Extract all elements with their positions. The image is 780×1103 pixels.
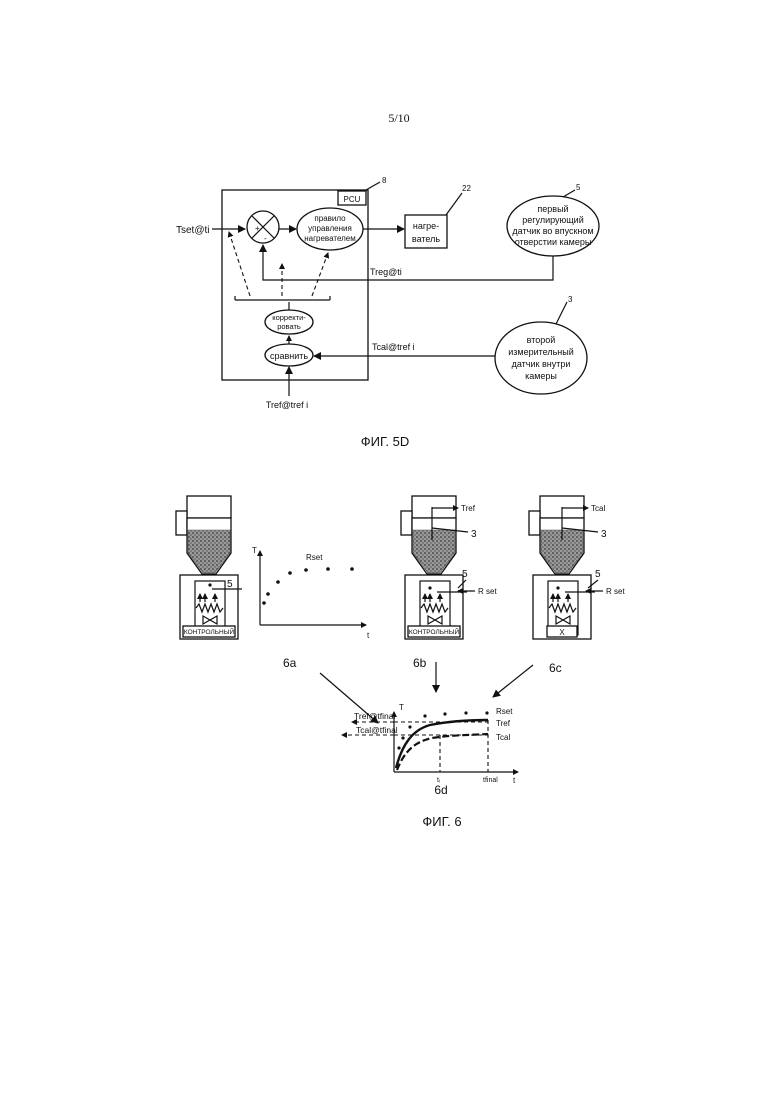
ref5-6b: 5 [462, 569, 468, 580]
rset-point [485, 711, 488, 714]
plus-sign: + [255, 224, 260, 233]
rule-line-3: нагревателем [304, 234, 356, 243]
plot-6a: T t Rset [252, 546, 370, 640]
sensor1-line-3: датчик во впускном [512, 226, 593, 236]
x-tick-tfinal: tfinal [483, 777, 498, 784]
fig-5d: PCU 8 + - Tset@ti правило управления наг… [176, 176, 599, 449]
label-6b: 6b [413, 656, 427, 670]
sensor2-line-2: измерительный [508, 347, 574, 357]
heater-ref-number: 22 [462, 184, 471, 193]
heater-line-1: нагре- [413, 221, 439, 231]
label-6c: 6c [549, 661, 562, 675]
pcu-ref-leader [366, 182, 380, 190]
legend-tcal: Tcal [496, 733, 510, 742]
legend-rset: Rset [496, 707, 513, 716]
sensor1-line-2: регулирующий [522, 215, 584, 225]
sensor2-line-4: камеры [525, 371, 557, 381]
tcal-curve [397, 734, 488, 770]
pcu-ref-number: 8 [382, 176, 387, 185]
rset-point [397, 746, 400, 749]
machine-6a: 5 КОНТРОЛЬНЫЙ [176, 496, 242, 639]
legend-tref: Tref [496, 719, 511, 728]
correct-line-2: ровать [277, 322, 301, 331]
rule-line-1: правило [314, 214, 346, 223]
rule-line-2: управления [308, 224, 352, 233]
rset-point [276, 580, 280, 584]
plot-6d-x-label: t [513, 776, 516, 785]
rset-point [464, 711, 467, 714]
ref3-6b: 3 [471, 529, 477, 540]
machine-6b: Tref 3 5 R set КОНТРОЛЬНЫЙ [401, 496, 497, 639]
sensor1-line-1: первый [537, 204, 568, 214]
rset-point [262, 601, 266, 605]
ref5-6a: 5 [227, 579, 233, 590]
plot-6d-y-label: T [399, 703, 404, 712]
treg-label: Treg@ti [370, 267, 402, 277]
rset-point [350, 567, 354, 571]
grain-6a [188, 530, 230, 573]
fig5d-caption: ФИГ. 5D [361, 434, 410, 449]
sensor2-ref-number: 3 [568, 295, 573, 304]
sensor1-ref-number: 5 [576, 183, 581, 192]
rset-point [408, 725, 411, 728]
plot-6d: T t Tref@tfinal Tcal@tfinal tᵢ tf [342, 703, 518, 785]
rset-point [401, 736, 404, 739]
x-label-6c: X [559, 628, 565, 637]
rset-point [304, 568, 308, 572]
tcal-at-label: Tcal@tfinal [356, 725, 398, 735]
rset-point [266, 592, 270, 596]
grain-6b [413, 530, 455, 573]
fig-6: 5 КОНТРОЛЬНЫЙ T t Rset Tre [176, 496, 625, 829]
compare-label: сравнить [270, 351, 308, 361]
fig6-caption: ФИГ. 6 [422, 814, 461, 829]
hopper-top-6a [187, 496, 231, 518]
heater-line-2: ватель [412, 234, 440, 244]
rset-point [288, 571, 292, 575]
control-label-6b: КОНТРОЛЬНЫЙ [409, 627, 460, 636]
page-number: 5/10 [388, 111, 409, 125]
sensor2-line-1: второй [527, 335, 556, 345]
plot-6a-x-label: t [367, 631, 370, 640]
plot-6a-series-label: Rset [306, 553, 323, 562]
rset-label-6c: R set [606, 587, 625, 596]
tcal-arrow-label: Tcal [591, 504, 605, 513]
rset-point [326, 567, 330, 571]
minus-sign: - [264, 234, 267, 243]
plot-6a-y-label: T [252, 546, 257, 555]
ref5-6c: 5 [595, 569, 601, 580]
second-measuring-sensor [495, 322, 587, 394]
sensor1-line-4: отверстии камеры [515, 237, 592, 247]
correct-line-1: корректи- [272, 313, 306, 322]
label-6d: 6d [434, 783, 447, 797]
tref-at-label: Tref@tfinal [354, 711, 395, 721]
sensor2-line-3: датчик внутри [512, 359, 571, 369]
control-label-6a: КОНТРОЛЬНЫЙ [184, 627, 235, 636]
rset-point [423, 714, 426, 717]
machine-6c: Tcal 3 5 R set X [529, 496, 625, 639]
tref-arrow-label: Tref [461, 504, 476, 513]
pcu-label: PCU [344, 195, 361, 204]
rset-point [443, 712, 446, 715]
tref-label: Tref@tref i [266, 400, 308, 410]
tset-label: Tset@ti [176, 225, 210, 236]
rset-label-6b: R set [478, 587, 497, 596]
tcal-label: Tcal@tref i [372, 342, 415, 352]
label-6a: 6a [283, 656, 297, 670]
ref3-6c: 3 [601, 529, 607, 540]
